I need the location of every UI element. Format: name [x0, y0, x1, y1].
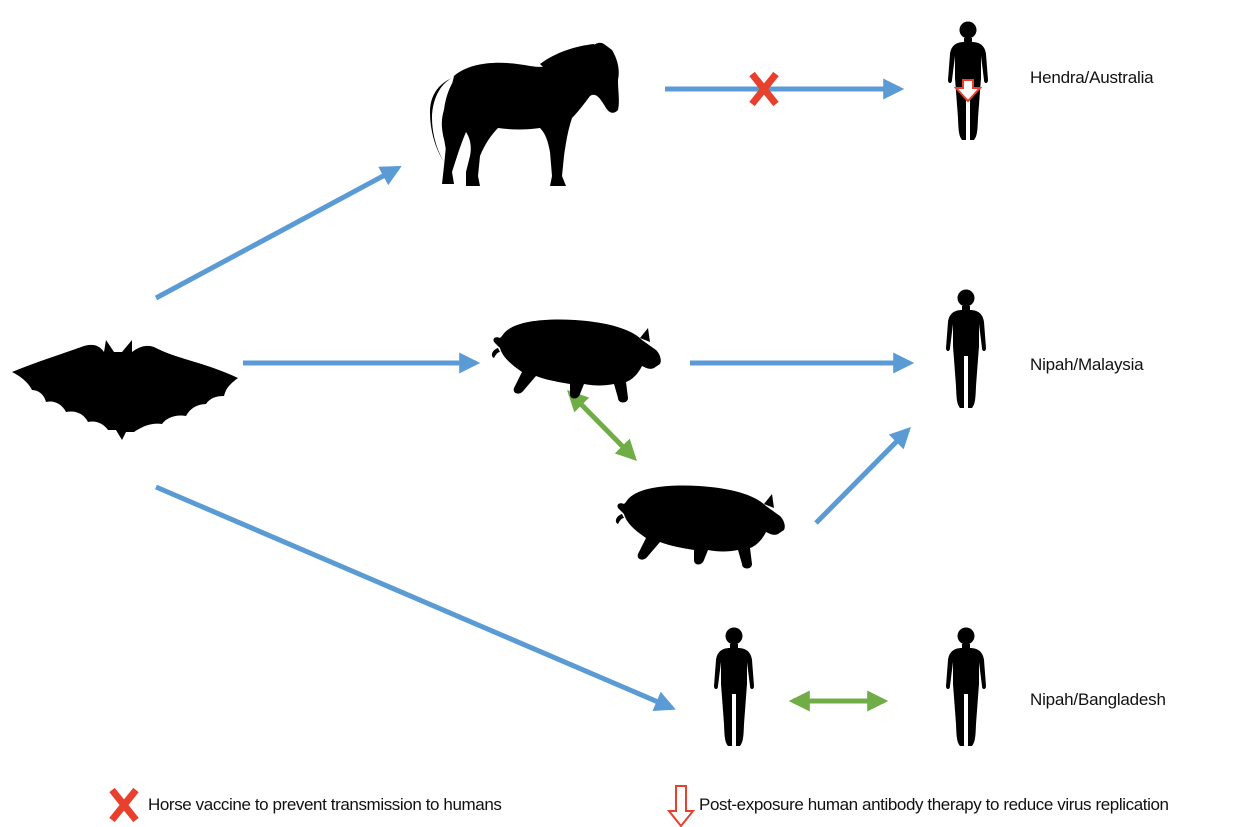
label-hendra-australia: Hendra/Australia	[1030, 68, 1153, 88]
legend-red-x-icon	[112, 790, 136, 820]
human-icon-bangladesh-left	[714, 628, 754, 747]
legend-down-arrow-outline-icon	[669, 786, 693, 826]
bat-icon	[12, 340, 238, 440]
arrow-bat-to-horse	[156, 168, 398, 298]
legend-vaccine-text: Horse vaccine to prevent transmission to…	[148, 795, 501, 815]
legend-antibody-text: Post-exposure human antibody therapy to …	[699, 795, 1169, 815]
arrow-pig-to-pig	[570, 393, 634, 458]
horse-icon	[430, 43, 619, 186]
label-nipah-malaysia: Nipah/Malaysia	[1030, 355, 1143, 375]
arrow-bat-to-human-bangladesh	[156, 487, 672, 708]
arrow-pig2-to-human	[816, 430, 908, 523]
human-icon-bangladesh-right	[946, 628, 986, 747]
pig-icon-top	[492, 320, 661, 403]
pig-icon-bottom	[616, 486, 785, 569]
blue-arrows	[156, 89, 910, 708]
human-icon-malaysia	[946, 290, 986, 409]
label-nipah-bangladesh: Nipah/Bangladesh	[1030, 690, 1166, 710]
